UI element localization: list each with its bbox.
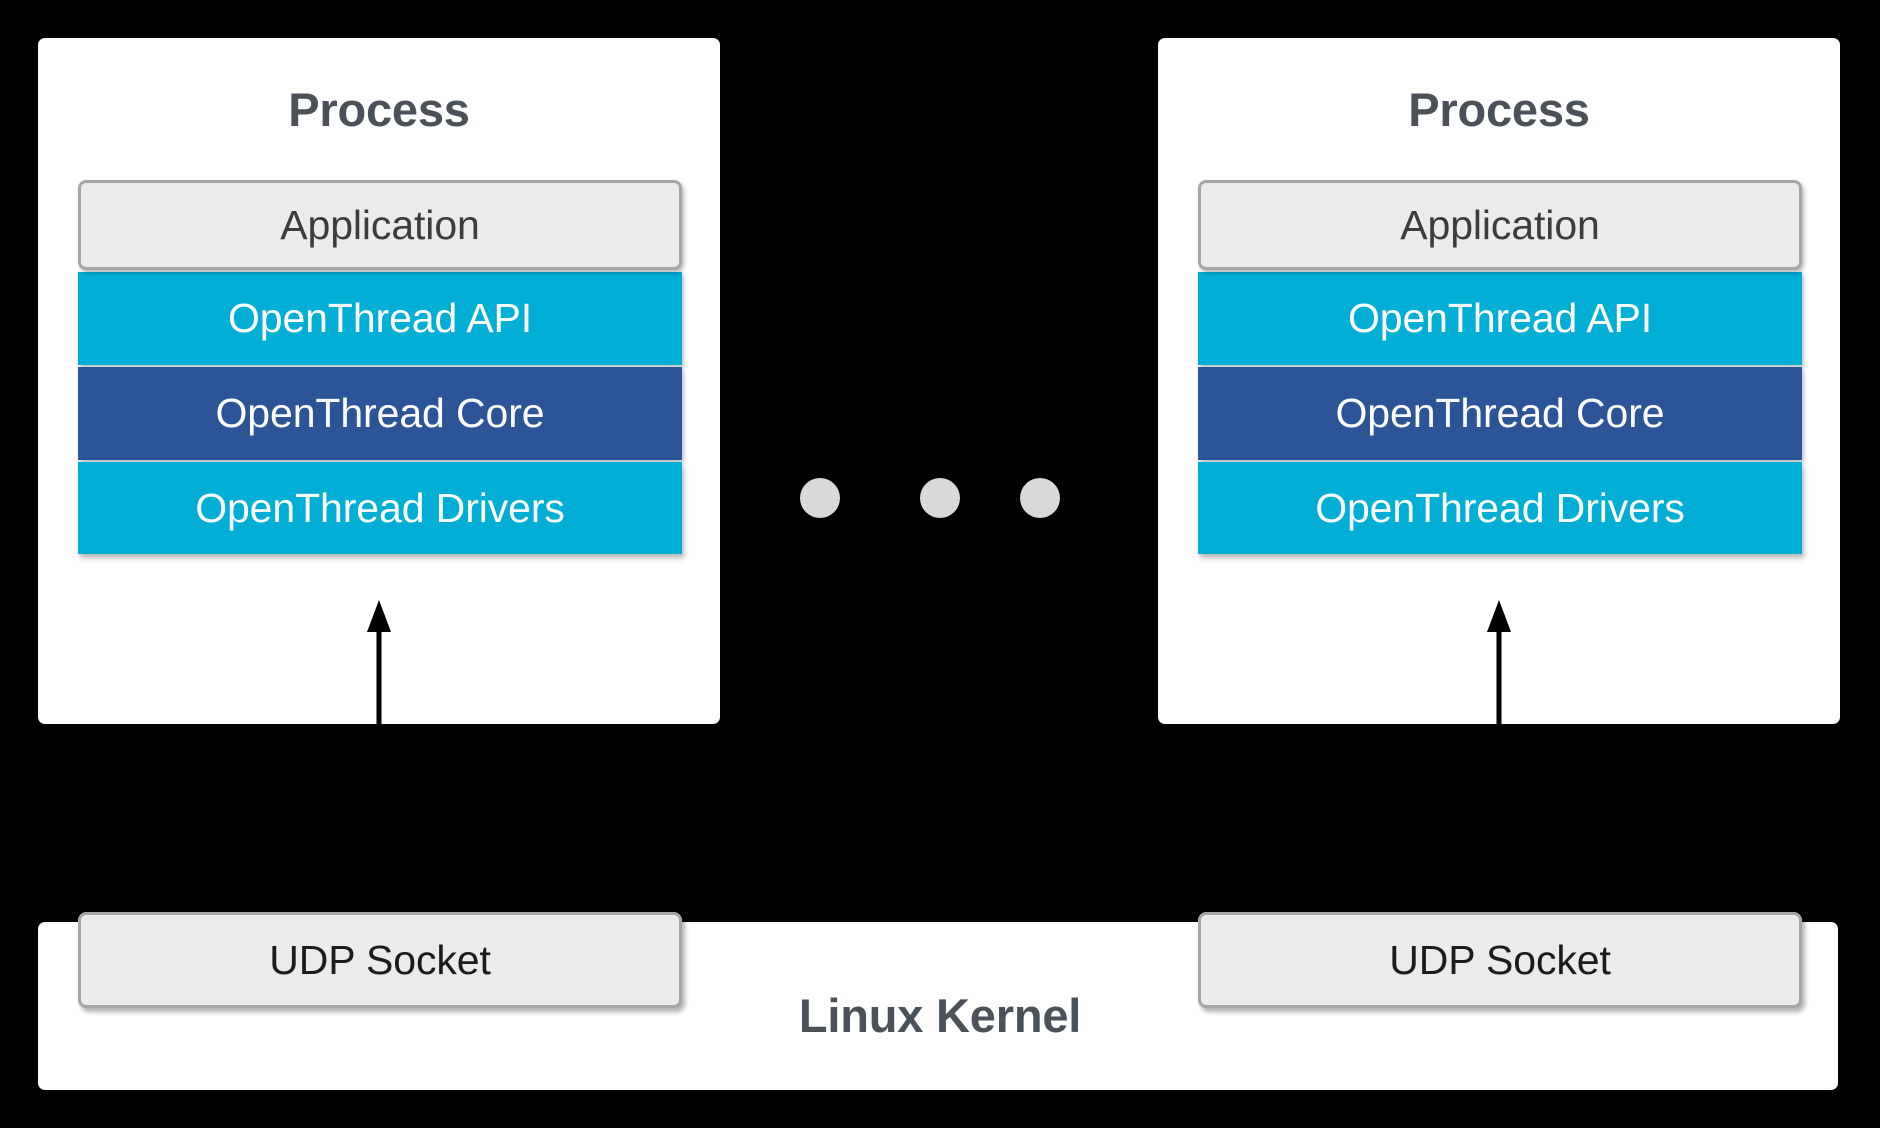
layer-openthread-api-left: OpenThread API: [78, 272, 682, 365]
layer-application-right: Application: [1198, 180, 1802, 270]
layer-openthread-api-label-left: OpenThread API: [227, 295, 533, 341]
layer-openthread-drivers-label-left: OpenThread Drivers: [195, 484, 565, 531]
process-card-left: Process Application OpenThread API OpenT…: [38, 38, 720, 728]
process-title-left: Process: [288, 83, 470, 136]
layer-application-left: Application: [78, 180, 682, 270]
ellipsis-dot-icon-1: [800, 478, 840, 518]
layer-openthread-drivers-right: OpenThread Drivers: [1198, 462, 1802, 554]
udp-socket-box-right: UDP Socket: [1198, 912, 1802, 1008]
layer-openthread-api-label-right: OpenThread API: [1347, 295, 1653, 341]
connector-arrow-up-right: [1487, 600, 1511, 728]
layer-openthread-core-left: OpenThread Core: [78, 367, 682, 460]
udp-socket-box-left: UDP Socket: [78, 912, 682, 1008]
process-title-right: Process: [1408, 83, 1590, 136]
layer-openthread-core-label-left: OpenThread Core: [215, 390, 545, 436]
layer-stack-left: Application OpenThread API OpenThread Co…: [78, 180, 682, 554]
process-ellipsis: [780, 478, 1100, 522]
layer-openthread-drivers-left: OpenThread Drivers: [78, 462, 682, 554]
layer-application-label-left: Application: [280, 201, 480, 248]
udp-socket-label-left: UDP Socket: [269, 936, 491, 983]
layer-stack-right: Application OpenThread API OpenThread Co…: [1198, 180, 1802, 554]
ellipsis-dot-icon-3: [1020, 478, 1060, 518]
ellipsis-dot-icon-2: [920, 478, 960, 518]
process-card-right: Process Application OpenThread API OpenT…: [1158, 38, 1840, 728]
layer-application-label-right: Application: [1400, 201, 1600, 248]
connector-arrow-up-left: [367, 600, 391, 728]
kernel-title: Linux Kernel: [798, 989, 1082, 1042]
layer-openthread-core-label-right: OpenThread Core: [1335, 390, 1665, 436]
layer-openthread-core-right: OpenThread Core: [1198, 367, 1802, 460]
layer-openthread-api-right: OpenThread API: [1198, 272, 1802, 365]
layer-openthread-drivers-label-right: OpenThread Drivers: [1315, 484, 1685, 531]
udp-socket-label-right: UDP Socket: [1389, 936, 1611, 983]
